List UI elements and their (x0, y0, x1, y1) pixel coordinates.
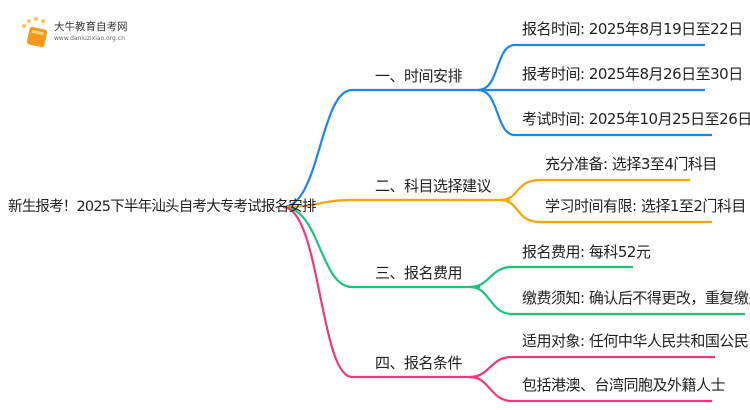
leaf-eligible-people: 适用对象: 任何中华人民共和国公民 (522, 332, 749, 350)
logo (18, 12, 128, 48)
connector-leaf-3-1 (469, 265, 633, 289)
logo-url: www.daniuzixiao.org.cn (54, 35, 125, 42)
leaf-limited-time: 学习时间有限: 选择1至2门科目 (545, 197, 746, 215)
connector-root-branch-1 (282, 88, 478, 209)
connector-leaf-1-3 (477, 88, 712, 137)
connector-leaf-4-2 (469, 375, 712, 403)
branch-time-schedule: 一、时间安排 (375, 67, 463, 85)
connector-root-branch-4 (282, 205, 478, 379)
connector-leaf-3-2 (469, 285, 745, 316)
branch-conditions: 四、报名条件 (375, 354, 463, 372)
connector-leaf-2-2 (499, 198, 712, 224)
connector-leaf-4-1 (469, 355, 715, 379)
leaf-full-preparation: 充分准备: 选择3至4门科目 (545, 155, 717, 173)
leaf-registration-fee: 报名费用: 每科52元 (522, 243, 651, 261)
leaf-exam-time: 考试时间: 2025年10月25日至26日 (522, 110, 750, 128)
root-topic: 新生报考！2025下半年汕头自考大专考试报名安排 (8, 199, 317, 215)
connector-leaf-2-1 (499, 178, 690, 202)
connector-root-branch-2 (282, 198, 510, 209)
leaf-registration-time: 报名时间: 2025年8月19日至22日 (522, 20, 743, 38)
branch-subject-advice: 二、科目选择建议 (375, 177, 492, 195)
book-logo-icon (22, 17, 48, 48)
branch-fees: 三、报名费用 (375, 264, 463, 282)
leaf-includes-hk-tw: 包括港澳、台湾同胞及外籍人士 (522, 376, 726, 394)
connector-leaf-1-1 (477, 43, 705, 92)
logo-title: 大牛教育自考网 (54, 21, 128, 33)
leaf-application-time: 报考时间: 2025年8月26日至30日 (522, 65, 743, 83)
connector-root-branch-3 (282, 205, 480, 289)
leaf-payment-notice: 缴费须知: 确认后不得更改，重复缴费可退 (522, 289, 750, 307)
